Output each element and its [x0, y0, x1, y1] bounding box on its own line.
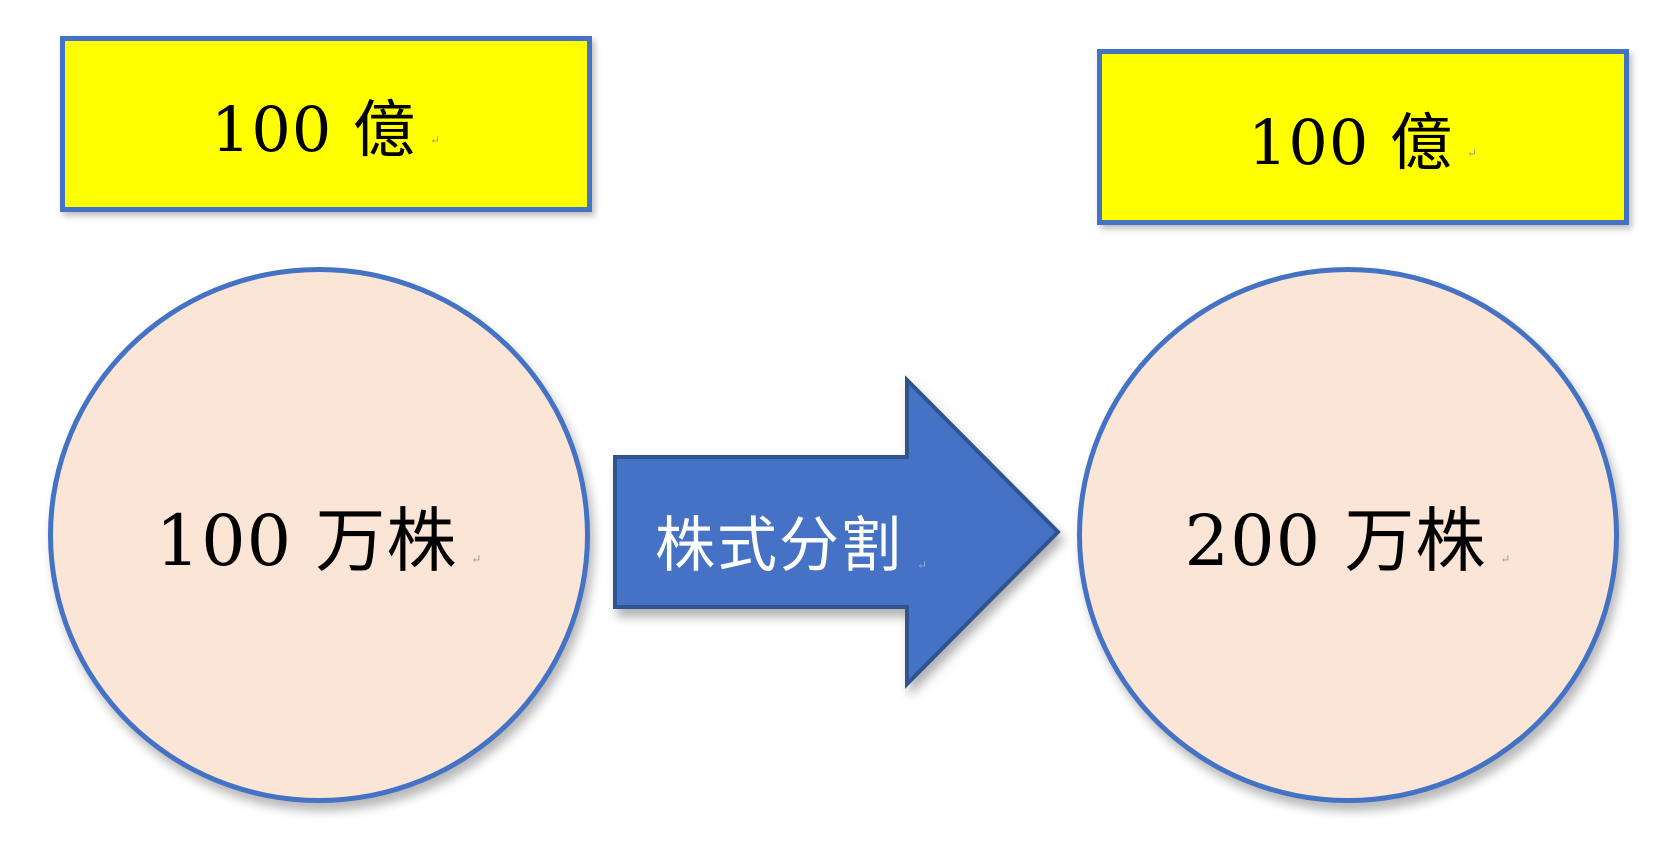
before-value-label: 100 億 — [210, 93, 416, 166]
after-value-box: 100 億 ↵ — [1097, 49, 1629, 225]
arrow-shape — [613, 375, 1061, 689]
after-shares-circle: 200 万株 ↵ — [1077, 267, 1619, 803]
after-value-label: 100 億 — [1247, 106, 1453, 179]
paragraph-mark: ↵ — [430, 133, 442, 147]
paragraph-mark: ↵ — [1500, 552, 1512, 566]
paragraph-mark: ↵ — [1467, 146, 1479, 160]
paragraph-mark: ↵ — [917, 558, 930, 572]
split-arrow-icon — [613, 375, 1061, 689]
before-value-box: 100 億 ↵ — [60, 36, 592, 212]
before-shares-label: 100 万株 — [155, 499, 458, 582]
stock-split-label: 株式分割 — [655, 510, 903, 581]
paragraph-mark: ↵ — [471, 552, 483, 566]
before-shares-circle: 100 万株 ↵ — [48, 267, 590, 803]
arrow-label-container: 株式分割 ↵ — [655, 490, 955, 590]
after-shares-label: 200 万株 — [1184, 499, 1487, 582]
